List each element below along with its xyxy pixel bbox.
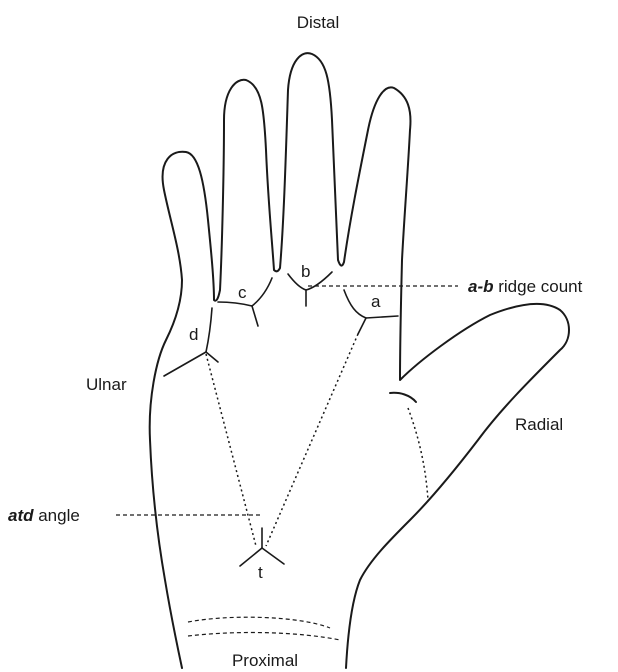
- thumb-crease: [390, 393, 416, 402]
- label-triradius-a: a: [371, 292, 381, 311]
- label-triradius-d: d: [189, 325, 198, 344]
- label-triradius-t: t: [258, 563, 263, 582]
- atd-italic: atd: [8, 506, 34, 525]
- atd-rest: angle: [34, 506, 80, 525]
- wrist-crease-lower: [188, 633, 340, 640]
- atd-angle-lines: [206, 334, 358, 546]
- label-triradius-b: b: [301, 262, 310, 281]
- label-atd-angle: atd angle: [8, 506, 80, 525]
- thenar-dotted-line: [408, 408, 428, 500]
- line-a-to-t: [266, 334, 358, 546]
- hand-contour: [150, 53, 569, 668]
- wrist-creases: [188, 617, 340, 640]
- label-proximal: Proximal: [232, 651, 298, 670]
- ab-rest: ridge count: [494, 277, 583, 296]
- wrist-crease-upper: [188, 617, 330, 628]
- label-ab-ridge-count: a-b ridge count: [468, 277, 583, 296]
- hand-outline: [150, 53, 569, 668]
- line-d-to-t: [206, 354, 256, 546]
- label-distal: Distal: [297, 13, 340, 32]
- triradius-t: [240, 528, 284, 566]
- ab-italic: a-b: [468, 277, 494, 296]
- label-radial: Radial: [515, 415, 563, 434]
- label-triradius-c: c: [238, 283, 247, 302]
- label-ulnar: Ulnar: [86, 375, 127, 394]
